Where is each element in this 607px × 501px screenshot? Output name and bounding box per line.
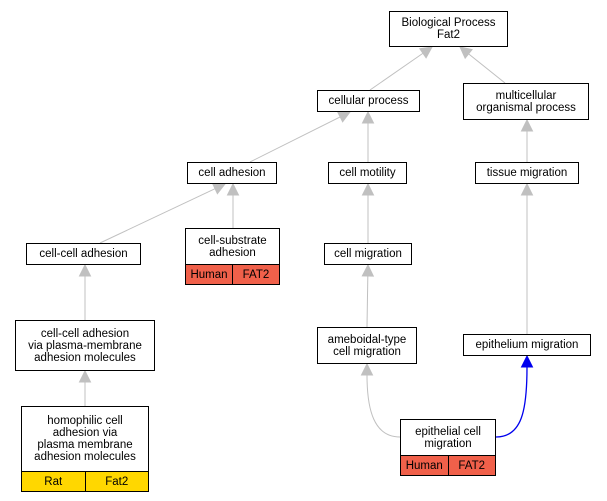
- edge-arrowhead: [78, 263, 92, 277]
- node-homophilic-cell-adhesion[interactable]: homophilic cell adhesion via plasma memb…: [21, 406, 149, 492]
- edge-line: [99, 188, 216, 244]
- node-label: Biological Process Fat2: [401, 17, 496, 41]
- annotation-gene: Fat2: [84, 472, 148, 491]
- node-label: cell-cell adhesion: [39, 248, 128, 260]
- edge-arrowhead: [361, 110, 375, 124]
- annotation-species: Human: [186, 265, 232, 284]
- node-cell-motility[interactable]: cell motility: [328, 162, 407, 184]
- node-multicellular-organismal-process[interactable]: multicellular organismal process: [463, 83, 589, 120]
- node-epithelial-cell-migration[interactable]: epithelial cell migration Human FAT2: [400, 419, 496, 476]
- node-cell-adhesion[interactable]: cell adhesion: [187, 162, 277, 184]
- edge-arrowhead: [361, 182, 375, 196]
- edge-arrowhead: [211, 183, 227, 195]
- annotation-row: Human FAT2: [186, 264, 279, 284]
- annotation-row: Human FAT2: [401, 455, 495, 475]
- edge-line: [366, 374, 401, 438]
- node-cell-cell-adhesion-via-plasma-membrane[interactable]: cell-cell adhesion via plasma-membrane a…: [15, 320, 155, 371]
- annotation-row: Rat Fat2: [22, 471, 148, 491]
- node-cellular-process[interactable]: cellular process: [317, 90, 420, 112]
- node-label: ameboidal-type cell migration: [327, 333, 407, 358]
- edge-line: [369, 52, 424, 91]
- node-biological-process[interactable]: Biological Process Fat2: [389, 11, 508, 47]
- node-label: tissue migration: [486, 167, 568, 179]
- node-label: cell-cell adhesion via plasma-membrane a…: [28, 327, 142, 364]
- node-tissue-migration[interactable]: tissue migration: [475, 162, 579, 184]
- edge-arrowhead: [418, 46, 433, 59]
- node-label: homophilic cell adhesion via plasma memb…: [34, 415, 136, 463]
- node-label: cell motility: [339, 167, 396, 179]
- annotation-species: Rat: [22, 472, 85, 491]
- edge-arrowhead: [459, 46, 473, 60]
- node-label: epithelium migration: [475, 339, 579, 351]
- edge-line: [495, 366, 528, 438]
- node-label: cell migration: [334, 248, 402, 260]
- annotation-gene: FAT2: [232, 265, 279, 284]
- edge-arrowhead: [520, 182, 534, 196]
- node-label: multicellular organismal process: [476, 89, 576, 114]
- edge-arrowhead: [226, 182, 240, 196]
- node-cell-substrate-adhesion[interactable]: cell-substrate adhesion Human FAT2: [185, 228, 280, 285]
- edge-arrowhead: [520, 118, 534, 132]
- edge-arrowhead: [361, 263, 375, 277]
- annotation-species: Human: [401, 456, 448, 475]
- node-label: epithelial cell migration: [415, 425, 481, 450]
- annotation-gene: FAT2: [447, 456, 495, 475]
- node-label: cellular process: [328, 95, 409, 107]
- node-ameboidal-type-cell-migration[interactable]: ameboidal-type cell migration: [317, 327, 417, 364]
- edge-line: [366, 275, 369, 328]
- edge-arrowhead: [336, 111, 352, 123]
- node-label: cell-substrate adhesion: [198, 234, 267, 259]
- edge-arrowhead: [78, 369, 92, 383]
- node-cell-cell-adhesion[interactable]: cell-cell adhesion: [26, 243, 141, 265]
- edge-arrowhead: [360, 362, 374, 376]
- node-label: cell adhesion: [198, 167, 266, 179]
- edge-line: [249, 116, 341, 163]
- node-cell-migration[interactable]: cell migration: [324, 243, 412, 265]
- edge-arrowhead: [520, 354, 534, 368]
- node-epithelium-migration[interactable]: epithelium migration: [463, 334, 591, 356]
- edge-line: [468, 53, 506, 84]
